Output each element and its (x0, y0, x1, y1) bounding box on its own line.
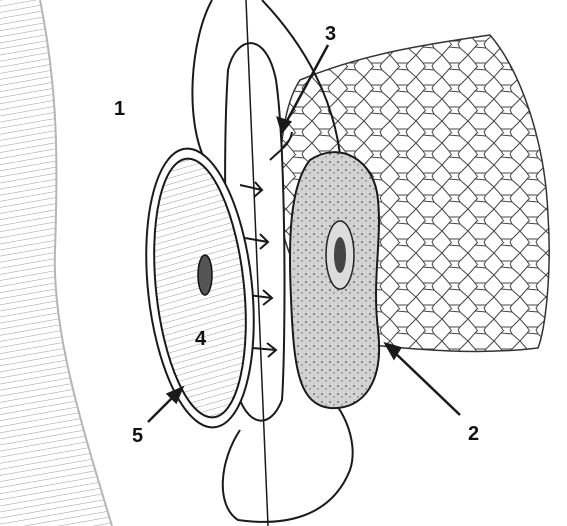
label-3: 3 (325, 23, 336, 45)
label-2: 2 (468, 423, 479, 445)
label-5: 5 (132, 425, 143, 447)
wall-structure (0, 0, 112, 526)
label-4: 4 (195, 328, 207, 350)
label-1: 1 (114, 98, 125, 120)
right-graft (290, 152, 379, 408)
